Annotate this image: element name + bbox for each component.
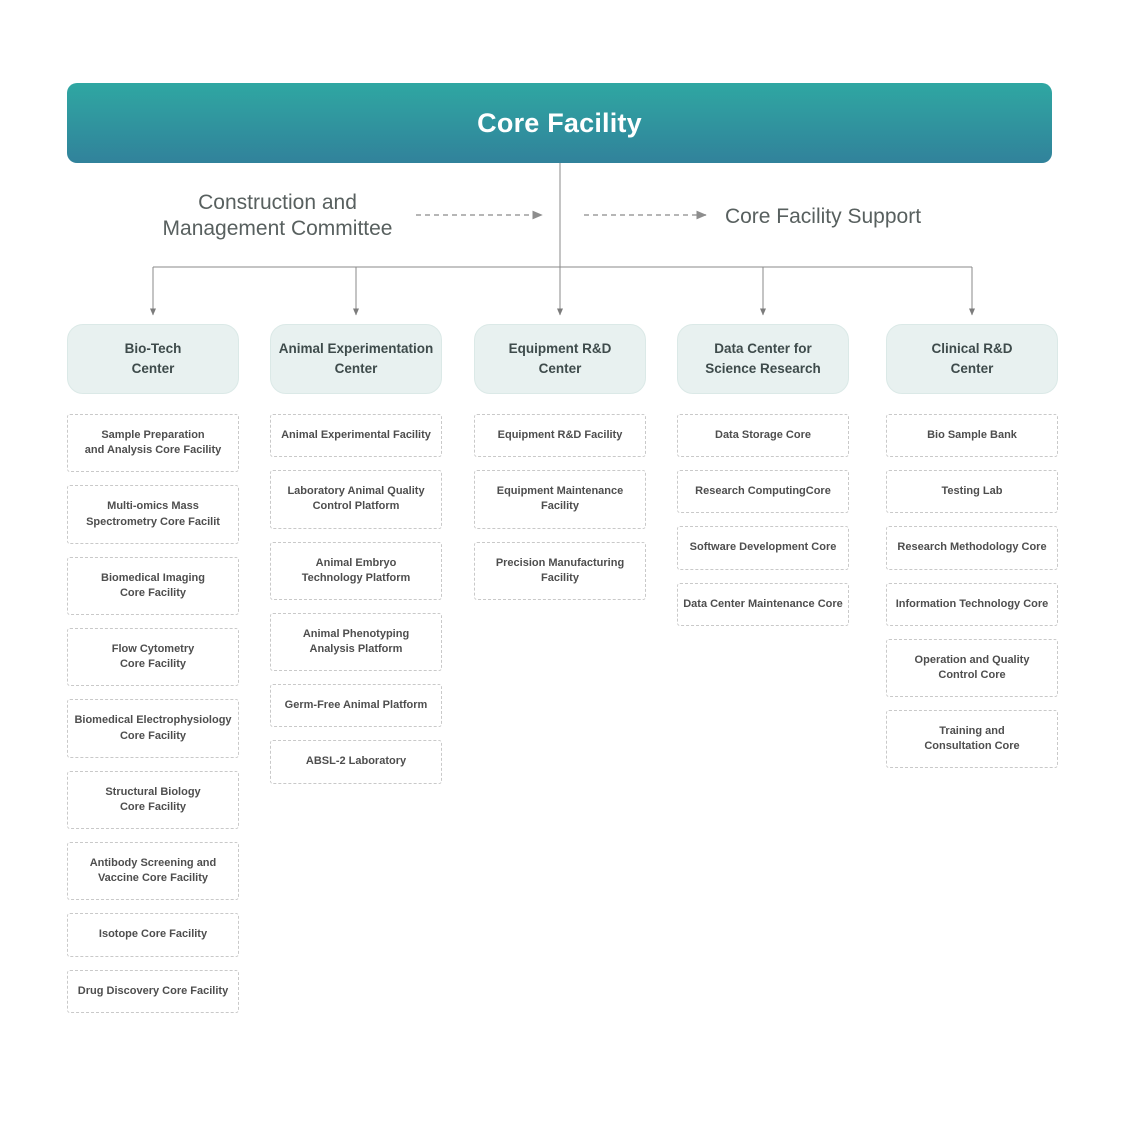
- org-item: Equipment R&D Facility: [474, 414, 646, 458]
- branch-equipment-rd-center: Equipment R&D Center Equipment R&D Facil…: [474, 324, 646, 600]
- center-node: Equipment R&D Center: [474, 324, 646, 394]
- org-item: Testing Lab: [886, 470, 1058, 514]
- item-list: Bio Sample Bank Testing Lab Research Met…: [886, 414, 1058, 769]
- org-item: Biomedical Imaging Core Facility: [67, 556, 239, 616]
- org-item: Animal Phenotyping Analysis Platform: [270, 612, 442, 672]
- branch-clinical-rd-center: Clinical R&D Center Bio Sample Bank Test…: [886, 324, 1058, 769]
- item-list: Equipment R&D Facility Equipment Mainten…: [474, 414, 646, 600]
- org-item: Precision Manufacturing Facility: [474, 541, 646, 600]
- org-item: Bio Sample Bank: [886, 414, 1058, 458]
- org-item: Research Methodology Core: [886, 526, 1058, 570]
- branch-data-center-science-research: Data Center for Science Research Data St…: [677, 324, 849, 626]
- branch-bio-tech-center: Bio-Tech Center Sample Preparation and A…: [67, 324, 239, 1013]
- org-item: Research ComputingCore: [677, 470, 849, 514]
- org-item: Animal Embryo Technology Platform: [270, 541, 442, 600]
- item-list: Animal Experimental Facility Laboratory …: [270, 414, 442, 784]
- org-item: Software Development Core: [677, 526, 849, 570]
- branch-animal-experimentation-center: Animal Experimentation Center Animal Exp…: [270, 324, 442, 784]
- org-item: Flow Cytometry Core Facility: [67, 628, 239, 687]
- support-label: Core Facility Support: [724, 205, 922, 228]
- root-node-core-facility: Core Facility: [67, 83, 1052, 163]
- org-item: Multi-omics Mass Spectrometry Core Facil…: [67, 485, 239, 544]
- center-node: Clinical R&D Center: [886, 324, 1058, 394]
- org-item: Training and Consultation Core: [886, 710, 1058, 769]
- org-item: Data Storage Core: [677, 414, 849, 458]
- org-item: ABSL-2 Laboratory: [270, 740, 442, 784]
- org-item: Equipment Maintenance Facility: [474, 470, 646, 529]
- org-item: Information Technology Core: [886, 582, 1058, 626]
- item-list: Sample Preparation and Analysis Core Fac…: [67, 414, 239, 1013]
- org-item: Drug Discovery Core Facility: [67, 969, 239, 1013]
- org-item: Data Center Maintenance Core: [677, 582, 849, 626]
- item-list: Data Storage Core Research ComputingCore…: [677, 414, 849, 626]
- org-item: Structural Biology Core Facility: [67, 770, 239, 830]
- org-item: Laboratory Animal Quality Control Platfo…: [270, 470, 442, 529]
- org-item: Sample Preparation and Analysis Core Fac…: [67, 414, 239, 473]
- org-item: Animal Experimental Facility: [270, 414, 442, 458]
- root-node-title: Core Facility: [477, 107, 642, 138]
- org-item: Antibody Screening and Vaccine Core Faci…: [67, 842, 239, 901]
- org-item: Germ-Free Animal Platform: [270, 684, 442, 728]
- center-node: Bio-Tech Center: [67, 324, 239, 394]
- center-node: Animal Experimentation Center: [270, 324, 442, 394]
- org-item: Biomedical Electrophysiology Core Facili…: [67, 699, 239, 758]
- org-item: Isotope Core Facility: [67, 913, 239, 957]
- org-item: Operation and Quality Control Core: [886, 638, 1058, 698]
- center-node: Data Center for Science Research: [677, 324, 849, 394]
- committee-label: Construction and Management Committee: [162, 191, 393, 240]
